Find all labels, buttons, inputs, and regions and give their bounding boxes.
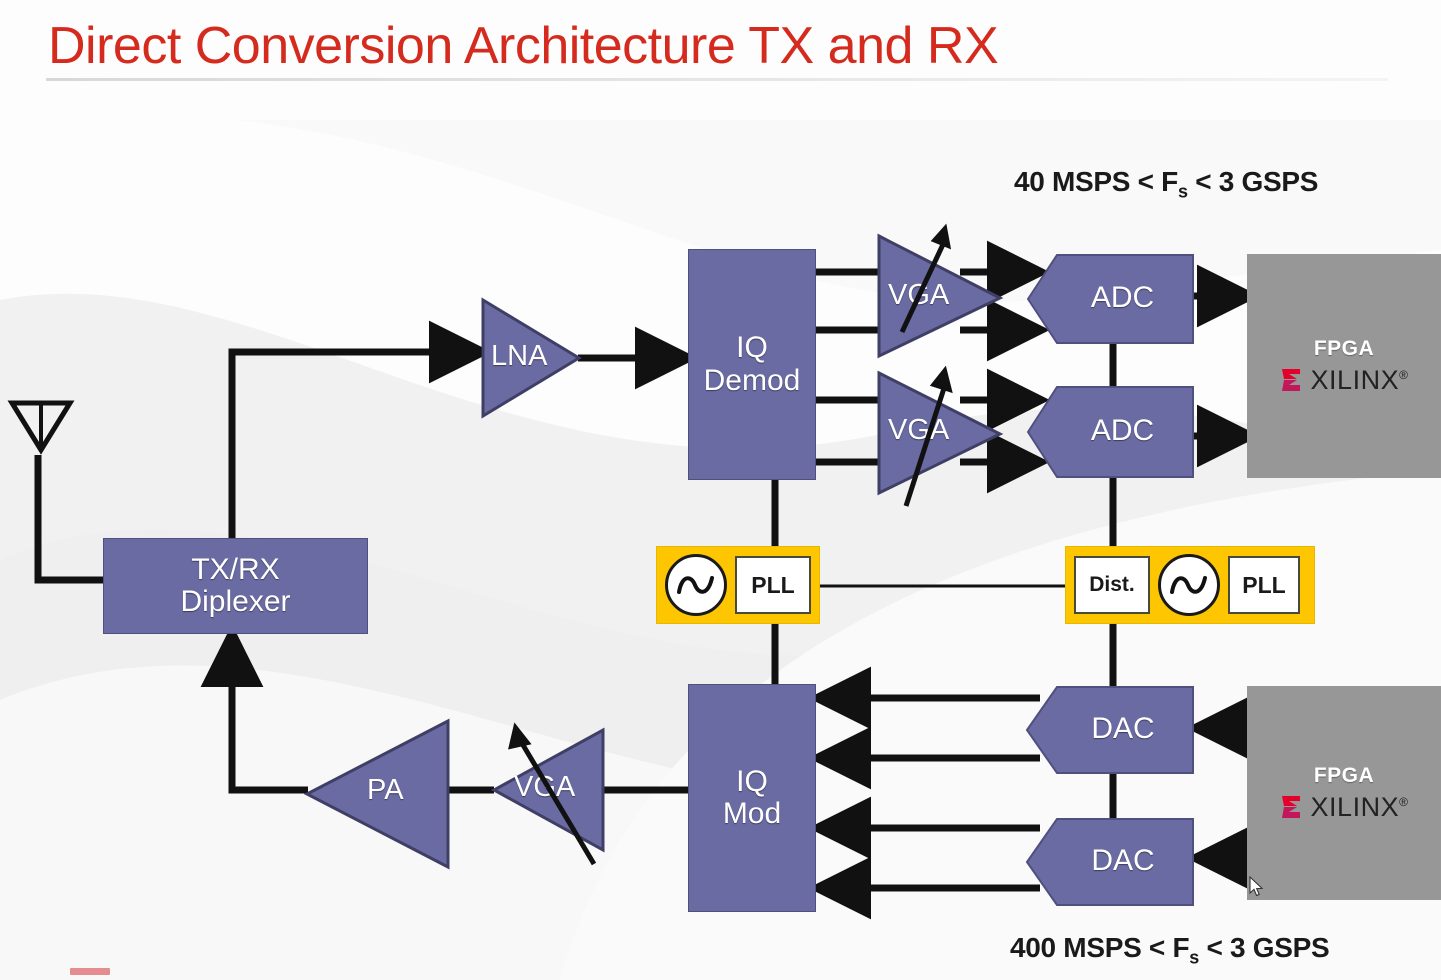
- adc-rate-subscript: s: [1178, 181, 1188, 202]
- vga-tx-label: VGA: [514, 771, 576, 803]
- block-fpga-rx[interactable]: FPGA XILINX®: [1247, 254, 1441, 478]
- block-iq-mod[interactable]: IQ Mod: [688, 684, 816, 912]
- block-fpga-tx[interactable]: FPGA XILINX®: [1247, 686, 1441, 900]
- clock-distribution-box[interactable]: Dist.: [1074, 556, 1150, 614]
- fpga-tx-vendor-row: XILINX®: [1280, 792, 1409, 823]
- pll-right-box[interactable]: PLL: [1228, 556, 1300, 614]
- block-dac-i[interactable]: DAC: [1026, 686, 1194, 774]
- xilinx-logo-icon: [1281, 369, 1300, 391]
- iq-demod-line-1: IQ: [736, 331, 768, 365]
- clock-group-left[interactable]: PLL: [656, 546, 820, 624]
- dac-rate-prefix: 400 MSPS < F: [1010, 932, 1190, 963]
- dac-rate-subscript: s: [1189, 947, 1199, 968]
- xilinx-logo-icon: [1281, 796, 1300, 818]
- pll-right-label: PLL: [1242, 571, 1286, 598]
- fpga-rx-vendor-row: XILINX®: [1280, 365, 1409, 396]
- block-lna[interactable]: LNA: [481, 297, 582, 419]
- adc-rate-suffix: < 3 GSPS: [1187, 166, 1319, 197]
- pll-left-label: PLL: [751, 571, 795, 598]
- clock-distribution-label: Dist.: [1089, 573, 1135, 596]
- diplexer-line-2: Diplexer: [180, 585, 291, 618]
- dac-i-label: DAC: [1091, 712, 1155, 745]
- lna-label: LNA: [491, 340, 548, 372]
- block-vga-tx[interactable]: VGA: [490, 727, 606, 853]
- adc-rate-prefix: 40 MSPS < F: [1014, 166, 1178, 197]
- iq-demod-line-2: Demod: [703, 363, 801, 397]
- adc-sample-rate-annotation: 40 MSPS < Fs < 3 GSPS: [1014, 166, 1318, 203]
- dac-q-label: DAC: [1091, 844, 1155, 877]
- oscillator-right-icon: [1158, 554, 1220, 616]
- iq-mod-line-2: Mod: [722, 797, 782, 830]
- block-pa[interactable]: PA: [303, 718, 451, 870]
- iq-mod-line-1: IQ: [736, 764, 768, 798]
- adc-q-label: ADC: [1090, 414, 1155, 447]
- mouse-cursor-icon: [1249, 876, 1264, 897]
- block-tx-rx-diplexer[interactable]: TX/RX Diplexer: [103, 538, 368, 634]
- page-title: Direct Conversion Architecture TX and RX: [48, 17, 999, 75]
- fpga-rx-title: FPGA: [1313, 336, 1375, 360]
- antenna-symbol: [6, 398, 76, 465]
- pll-left-box[interactable]: PLL: [735, 556, 811, 614]
- fpga-tx-registered-mark: ®: [1399, 794, 1409, 809]
- fpga-tx-vendor-name: XILINX®: [1310, 791, 1409, 822]
- pa-label: PA: [367, 774, 404, 806]
- adc-i-label: ADC: [1090, 281, 1155, 314]
- block-adc-i[interactable]: ADC: [1027, 254, 1194, 344]
- vga-rx-i-label: VGA: [888, 279, 950, 311]
- vga-rx-q-label: VGA: [888, 414, 950, 446]
- fpga-rx-registered-mark: ®: [1399, 367, 1409, 382]
- block-adc-q[interactable]: ADC: [1027, 386, 1194, 478]
- block-iq-demod[interactable]: IQ Demod: [688, 249, 816, 480]
- dac-rate-suffix: < 3 GSPS: [1198, 932, 1330, 963]
- block-dac-q[interactable]: DAC: [1026, 818, 1194, 906]
- fpga-tx-title: FPGA: [1313, 763, 1375, 787]
- diplexer-line-1: TX/RX: [191, 552, 280, 586]
- block-vga-rx-q[interactable]: VGA: [876, 370, 1004, 496]
- footer-accent-bar: [70, 968, 110, 975]
- title-divider: [46, 78, 1388, 81]
- fpga-rx-vendor-name: XILINX®: [1310, 364, 1409, 395]
- clock-group-right[interactable]: Dist. PLL: [1065, 546, 1315, 624]
- block-vga-rx-i[interactable]: VGA: [876, 233, 1004, 359]
- dac-sample-rate-annotation: 400 MSPS < Fs < 3 GSPS: [1010, 932, 1330, 969]
- oscillator-left-icon: [665, 554, 727, 616]
